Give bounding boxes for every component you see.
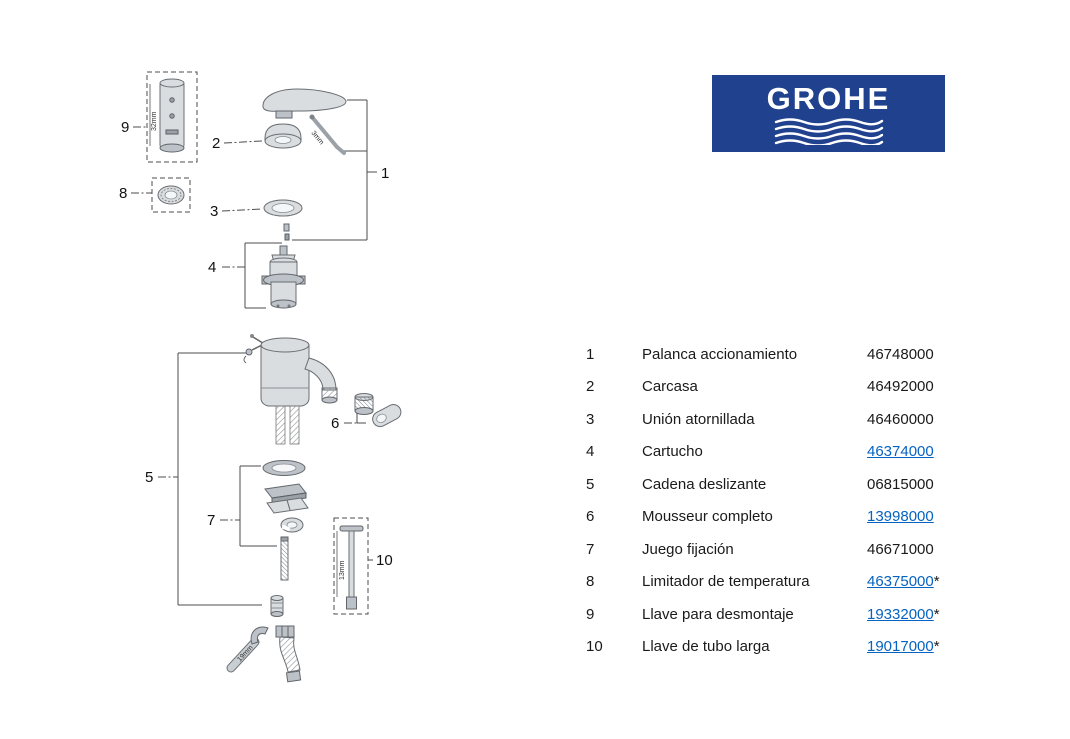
part-name: Llave para desmontaje: [642, 605, 794, 623]
allen-key-icon: 3mm: [309, 114, 346, 155]
lever-part: [262, 88, 347, 119]
cartridge-part: [261, 245, 306, 309]
part-row: 3 Unión atornillada 46460000: [586, 403, 988, 436]
part-index: 3: [586, 410, 595, 428]
fixing-set-part: [262, 460, 309, 581]
callout-3: 3: [210, 203, 218, 220]
tool-long-socket: 13mm: [333, 517, 369, 615]
part-name: Limitador de temperatura: [642, 573, 810, 591]
part-code: 46492000: [867, 378, 934, 396]
part-index: 5: [586, 475, 595, 493]
part-index: 9: [586, 605, 595, 623]
part-row: 1 Palanca accionamiento 46748000: [586, 338, 988, 371]
part-code-cell: 19332000*: [867, 598, 988, 631]
part-row: 6 Mousseur completo 13998000: [586, 501, 988, 534]
flex-hose-part: [275, 625, 302, 683]
part-code-cell: 19017000*: [867, 631, 988, 664]
grohe-logo: GROHE: [712, 75, 945, 152]
callout-9: 9: [121, 119, 129, 136]
part-code: 46671000: [867, 540, 934, 558]
part-code: 46460000: [867, 410, 934, 428]
callout-leader-lines: [131, 99, 377, 606]
part-code-link[interactable]: 13998000: [867, 508, 934, 526]
part-index: 8: [586, 573, 595, 591]
callout-1: 1: [381, 165, 389, 182]
part-index: 4: [586, 443, 595, 461]
part-code-cell: 13998000: [867, 501, 988, 534]
grohe-logo-text: GROHE: [766, 80, 891, 116]
part-name: Cadena deslizante: [642, 475, 767, 493]
part-code-link[interactable]: 46375000: [867, 573, 934, 591]
part-name: Palanca accionamiento: [642, 345, 798, 363]
part-row: 10 Llave de tubo larga 19017000*: [586, 631, 988, 664]
part-row: 2 Carcasa 46492000: [586, 371, 988, 404]
part-code-cell: 46460000: [867, 403, 988, 436]
part-code-asterisk: *: [933, 605, 940, 623]
part-row: 9 Llave para desmontaje 19332000*: [586, 598, 988, 631]
callout-4: 4: [208, 259, 216, 276]
part-index: 1: [586, 345, 595, 363]
dimension-13mm: 13mm: [339, 560, 346, 580]
part-code-cell: 46748000: [867, 338, 988, 371]
callout-2: 2: [212, 135, 220, 152]
faucet-body: [250, 334, 338, 445]
part-code-asterisk: *: [933, 638, 940, 656]
part-code-cell: 06815000: [867, 468, 988, 501]
part-code-link[interactable]: 19017000: [867, 638, 934, 656]
callout-8: 8: [119, 185, 127, 202]
tool-disassembly-key: 32mm: [146, 71, 198, 163]
exploded-diagram: 32mm 3mm: [119, 71, 402, 683]
callout-10: 10: [376, 552, 393, 569]
part-code-cell: 46374000: [867, 436, 988, 469]
callout-6: 6: [331, 415, 339, 432]
wrench-19mm-tool: 19mm: [226, 626, 269, 673]
part-name: Mousseur completo: [642, 508, 773, 526]
part-code-link[interactable]: 19332000: [867, 605, 934, 623]
housing-cap-part: [264, 123, 302, 149]
extension-nipple-part: [270, 595, 284, 617]
part-code-cell: 46671000: [867, 533, 988, 566]
mousseur-part: [354, 393, 402, 428]
callout-7: 7: [207, 512, 215, 529]
part-code: 46748000: [867, 345, 934, 363]
part-code-cell: 46375000*: [867, 566, 988, 599]
callout-5: 5: [145, 469, 153, 486]
grohe-waves-icon: [774, 117, 883, 145]
small-screws: [283, 223, 290, 241]
temperature-limiter-part: [151, 177, 191, 213]
part-code-asterisk: *: [933, 573, 940, 591]
dimension-32mm: 32mm: [151, 111, 158, 131]
part-index: 2: [586, 378, 595, 396]
screw-union-part: [263, 199, 303, 217]
part-row: 7 Juego fijación 46671000: [586, 533, 988, 566]
part-index: 10: [586, 638, 603, 656]
part-name: Llave de tubo larga: [642, 638, 770, 656]
part-code-link[interactable]: 46374000: [867, 443, 934, 461]
part-code-cell: 46492000: [867, 371, 988, 404]
part-name: Unión atornillada: [642, 410, 755, 428]
part-code: 06815000: [867, 475, 934, 493]
part-name: Carcasa: [642, 378, 698, 396]
part-index: 6: [586, 508, 595, 526]
part-row: 4 Cartucho 46374000: [586, 436, 988, 469]
part-index: 7: [586, 540, 595, 558]
part-row: 8 Limitador de temperatura 46375000*: [586, 566, 988, 599]
part-name: Juego fijación: [642, 540, 734, 558]
part-name: Cartucho: [642, 443, 703, 461]
part-row: 5 Cadena deslizante 06815000: [586, 468, 988, 501]
